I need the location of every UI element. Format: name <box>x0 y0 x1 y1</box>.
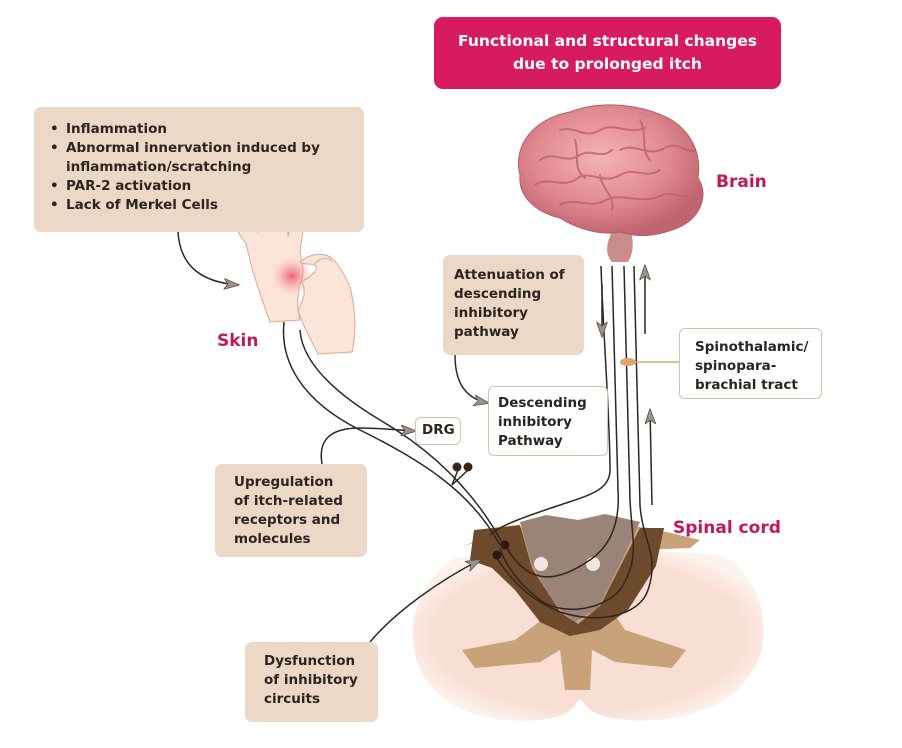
descending-line-1: Descending <box>498 395 587 411</box>
dysfunction-line-1: Dysfunction <box>264 653 356 669</box>
upregulation-line-1: Upregulation <box>234 474 334 490</box>
ascending-fibre-3 <box>494 265 653 619</box>
upregulation-line-3: receptors and <box>234 512 341 528</box>
ascending-fibre-1 <box>504 265 620 578</box>
skin-factors-box: Inflammation Abnormal innervation induce… <box>34 107 364 232</box>
ascending-up-arrow-2 <box>650 410 652 506</box>
descending-line-2: inhibitory <box>498 414 572 430</box>
title-line-2: due to prolonged itch <box>513 55 702 73</box>
skin-fibre-outer <box>282 321 501 546</box>
attenuation-line-1: Attenuation of <box>454 267 565 283</box>
attenuation-line-2: descending <box>454 286 542 302</box>
nerve-fibres <box>282 265 653 619</box>
title-banner: Functional and structural changes due to… <box>434 17 781 89</box>
tract-marker <box>620 358 636 366</box>
attenuation-line-3: inhibitory <box>454 305 528 321</box>
skin-factor-item: Inflammation <box>48 120 354 139</box>
dorsal-horn-neuron-1 <box>492 550 502 560</box>
skin-factor-item: Abnormal innervation induced by inflamma… <box>48 139 354 177</box>
drg-box: DRG <box>415 417 461 445</box>
drg-label: DRG <box>422 422 455 438</box>
attenuation-box: Attenuation of descending inhibitory pat… <box>443 255 584 355</box>
attenuation-arrow <box>454 354 488 403</box>
upregulation-line-4: molecules <box>234 531 311 547</box>
attenuation-line-4: pathway <box>454 324 519 340</box>
tract-line-1: Spinothalamic/ <box>695 339 809 355</box>
central-canal-right <box>586 557 600 571</box>
central-canal-left <box>534 557 548 571</box>
drg-cell-body-1 <box>452 462 462 472</box>
brain-illustration <box>518 104 704 262</box>
brain-label: Brain <box>716 172 767 192</box>
spinal-cord-label: Spinal cord <box>673 518 781 538</box>
skin-factors-list: Inflammation Abnormal innervation induce… <box>48 120 354 215</box>
tract-box: Spinothalamic/ spinopara- brachial tract <box>679 328 822 399</box>
spinal-cord-cross-section <box>412 514 764 721</box>
ascending-fibre-2 <box>499 265 634 611</box>
skin-factors-arrow <box>177 231 238 285</box>
skin-factor-item-line-2: inflammation/scratching <box>66 159 252 175</box>
title-line-1: Functional and structural changes <box>458 32 757 50</box>
skin-factor-item: PAR-2 activation <box>48 177 354 196</box>
tract-line-3: brachial tract <box>695 377 798 393</box>
dysfunction-arrow <box>369 560 480 643</box>
skin-label: Skin <box>217 331 259 351</box>
tract-line-2: spinopara- <box>695 358 777 374</box>
upregulation-line-2: of itch-related <box>234 493 343 509</box>
descending-fibre <box>489 265 611 536</box>
dorsal-horn <box>470 525 664 636</box>
drg-branch-1 <box>451 469 459 486</box>
skin-fibre-inner <box>299 329 506 549</box>
descending-line-3: Pathway <box>498 433 563 449</box>
skin-factor-item-line-1: Abnormal innervation induced by <box>66 140 320 156</box>
dorsal-horn-neuron-2 <box>500 540 510 550</box>
dysfunction-box: Dysfunction of inhibitory circuits <box>245 642 378 722</box>
drg-branch-2 <box>451 469 469 486</box>
skin-factor-item: Lack of Merkel Cells <box>48 196 354 215</box>
descending-pathway-box: Descending inhibitory Pathway <box>488 386 608 456</box>
drg-cell-body-2 <box>463 462 473 472</box>
dysfunction-line-2: of inhibitory <box>264 672 358 688</box>
dorsal-column <box>520 514 640 622</box>
dysfunction-line-3: circuits <box>264 691 321 707</box>
upregulation-box: Upregulation of itch-related receptors a… <box>215 464 367 557</box>
upregulation-to-drg-arrow <box>320 428 415 465</box>
